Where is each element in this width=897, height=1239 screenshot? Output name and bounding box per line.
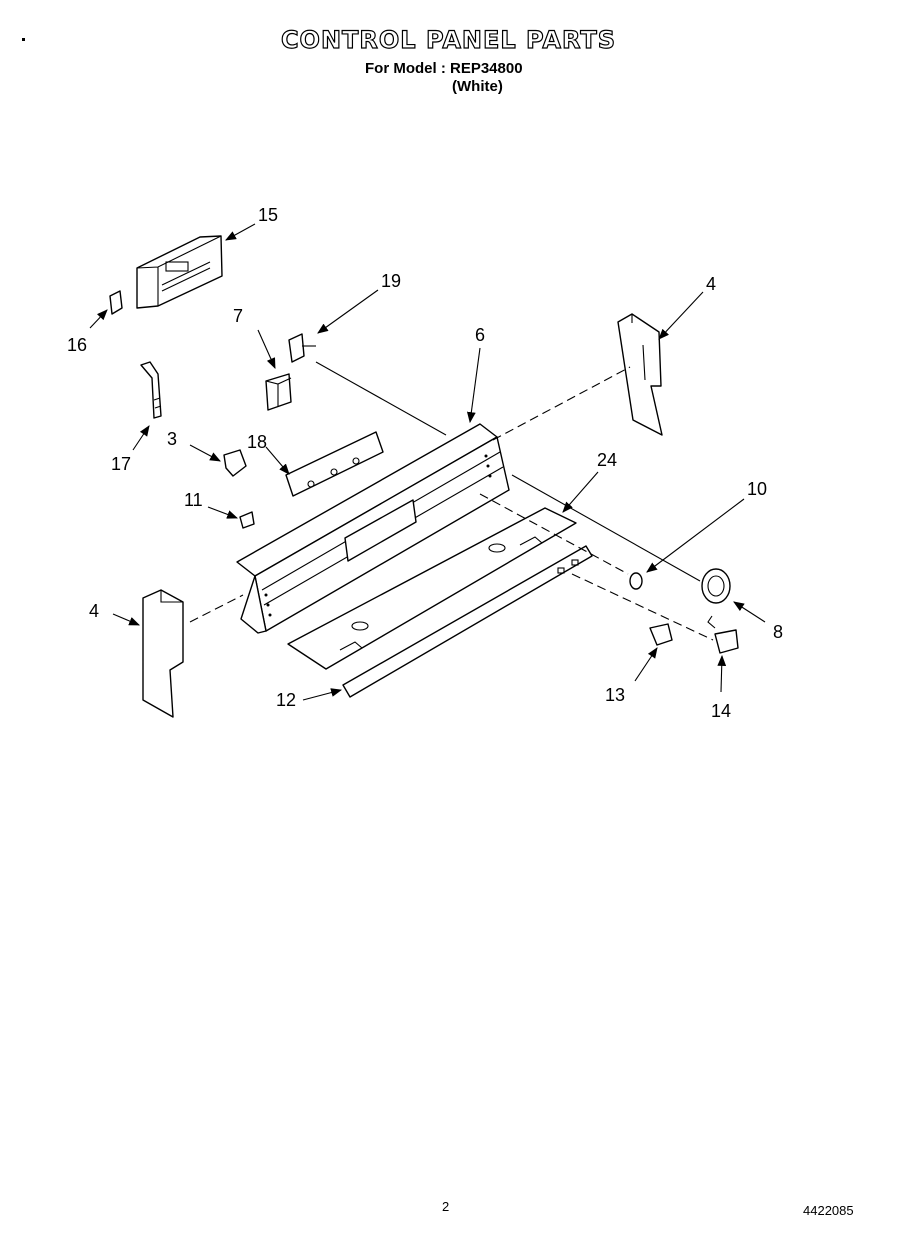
callout-15: 15 — [258, 205, 278, 225]
part-19-switch — [288, 333, 316, 363]
callout-3: 3 — [167, 429, 177, 449]
callout-7: 7 — [233, 306, 243, 326]
part-18-bracket — [285, 431, 384, 497]
part-10-insert — [629, 572, 643, 590]
callout-6: 6 — [475, 325, 485, 345]
part-17-bracket — [140, 361, 162, 419]
part-4-right-endcap — [617, 313, 663, 436]
color-line: (White) — [452, 78, 503, 95]
callout-19: 19 — [381, 271, 401, 291]
part-7-relay — [265, 373, 292, 411]
callout-12: 12 — [276, 690, 296, 710]
part-16-clip — [109, 290, 123, 315]
callout-16: 16 — [67, 335, 87, 355]
part-6-control-panel — [236, 423, 510, 634]
part-14-infinite-switch — [707, 615, 739, 654]
page-number: 2 — [442, 1199, 450, 1214]
callout-4-right: 4 — [706, 274, 716, 294]
document-number: 4422085 — [803, 1203, 854, 1218]
assembly-lines — [189, 361, 714, 641]
part-3-switch — [223, 449, 247, 477]
part-12-trim-strip — [342, 545, 593, 698]
stray-mark — [22, 38, 25, 41]
part-24-panel-trim — [287, 507, 577, 670]
callout-18: 18 — [247, 432, 267, 452]
callout-8: 8 — [773, 622, 783, 642]
callout-14: 14 — [711, 701, 731, 721]
callout-4-left: 4 — [89, 601, 99, 621]
part-13-switch — [649, 623, 673, 646]
part-11-clip — [239, 511, 255, 529]
callout-10: 10 — [747, 479, 767, 499]
part-4-left-endcap — [142, 589, 184, 718]
part-15-electronic-control — [136, 235, 223, 309]
leader-arrows — [89, 223, 766, 701]
callout-24: 24 — [597, 450, 617, 470]
callout-11: 11 — [184, 490, 203, 510]
page-title: CONTROL PANEL PARTS — [280, 25, 617, 54]
part-8-knob — [701, 568, 731, 604]
model-line: For Model : REP34800 — [365, 60, 523, 77]
callout-17: 17 — [111, 454, 131, 474]
callout-13: 13 — [605, 685, 625, 705]
